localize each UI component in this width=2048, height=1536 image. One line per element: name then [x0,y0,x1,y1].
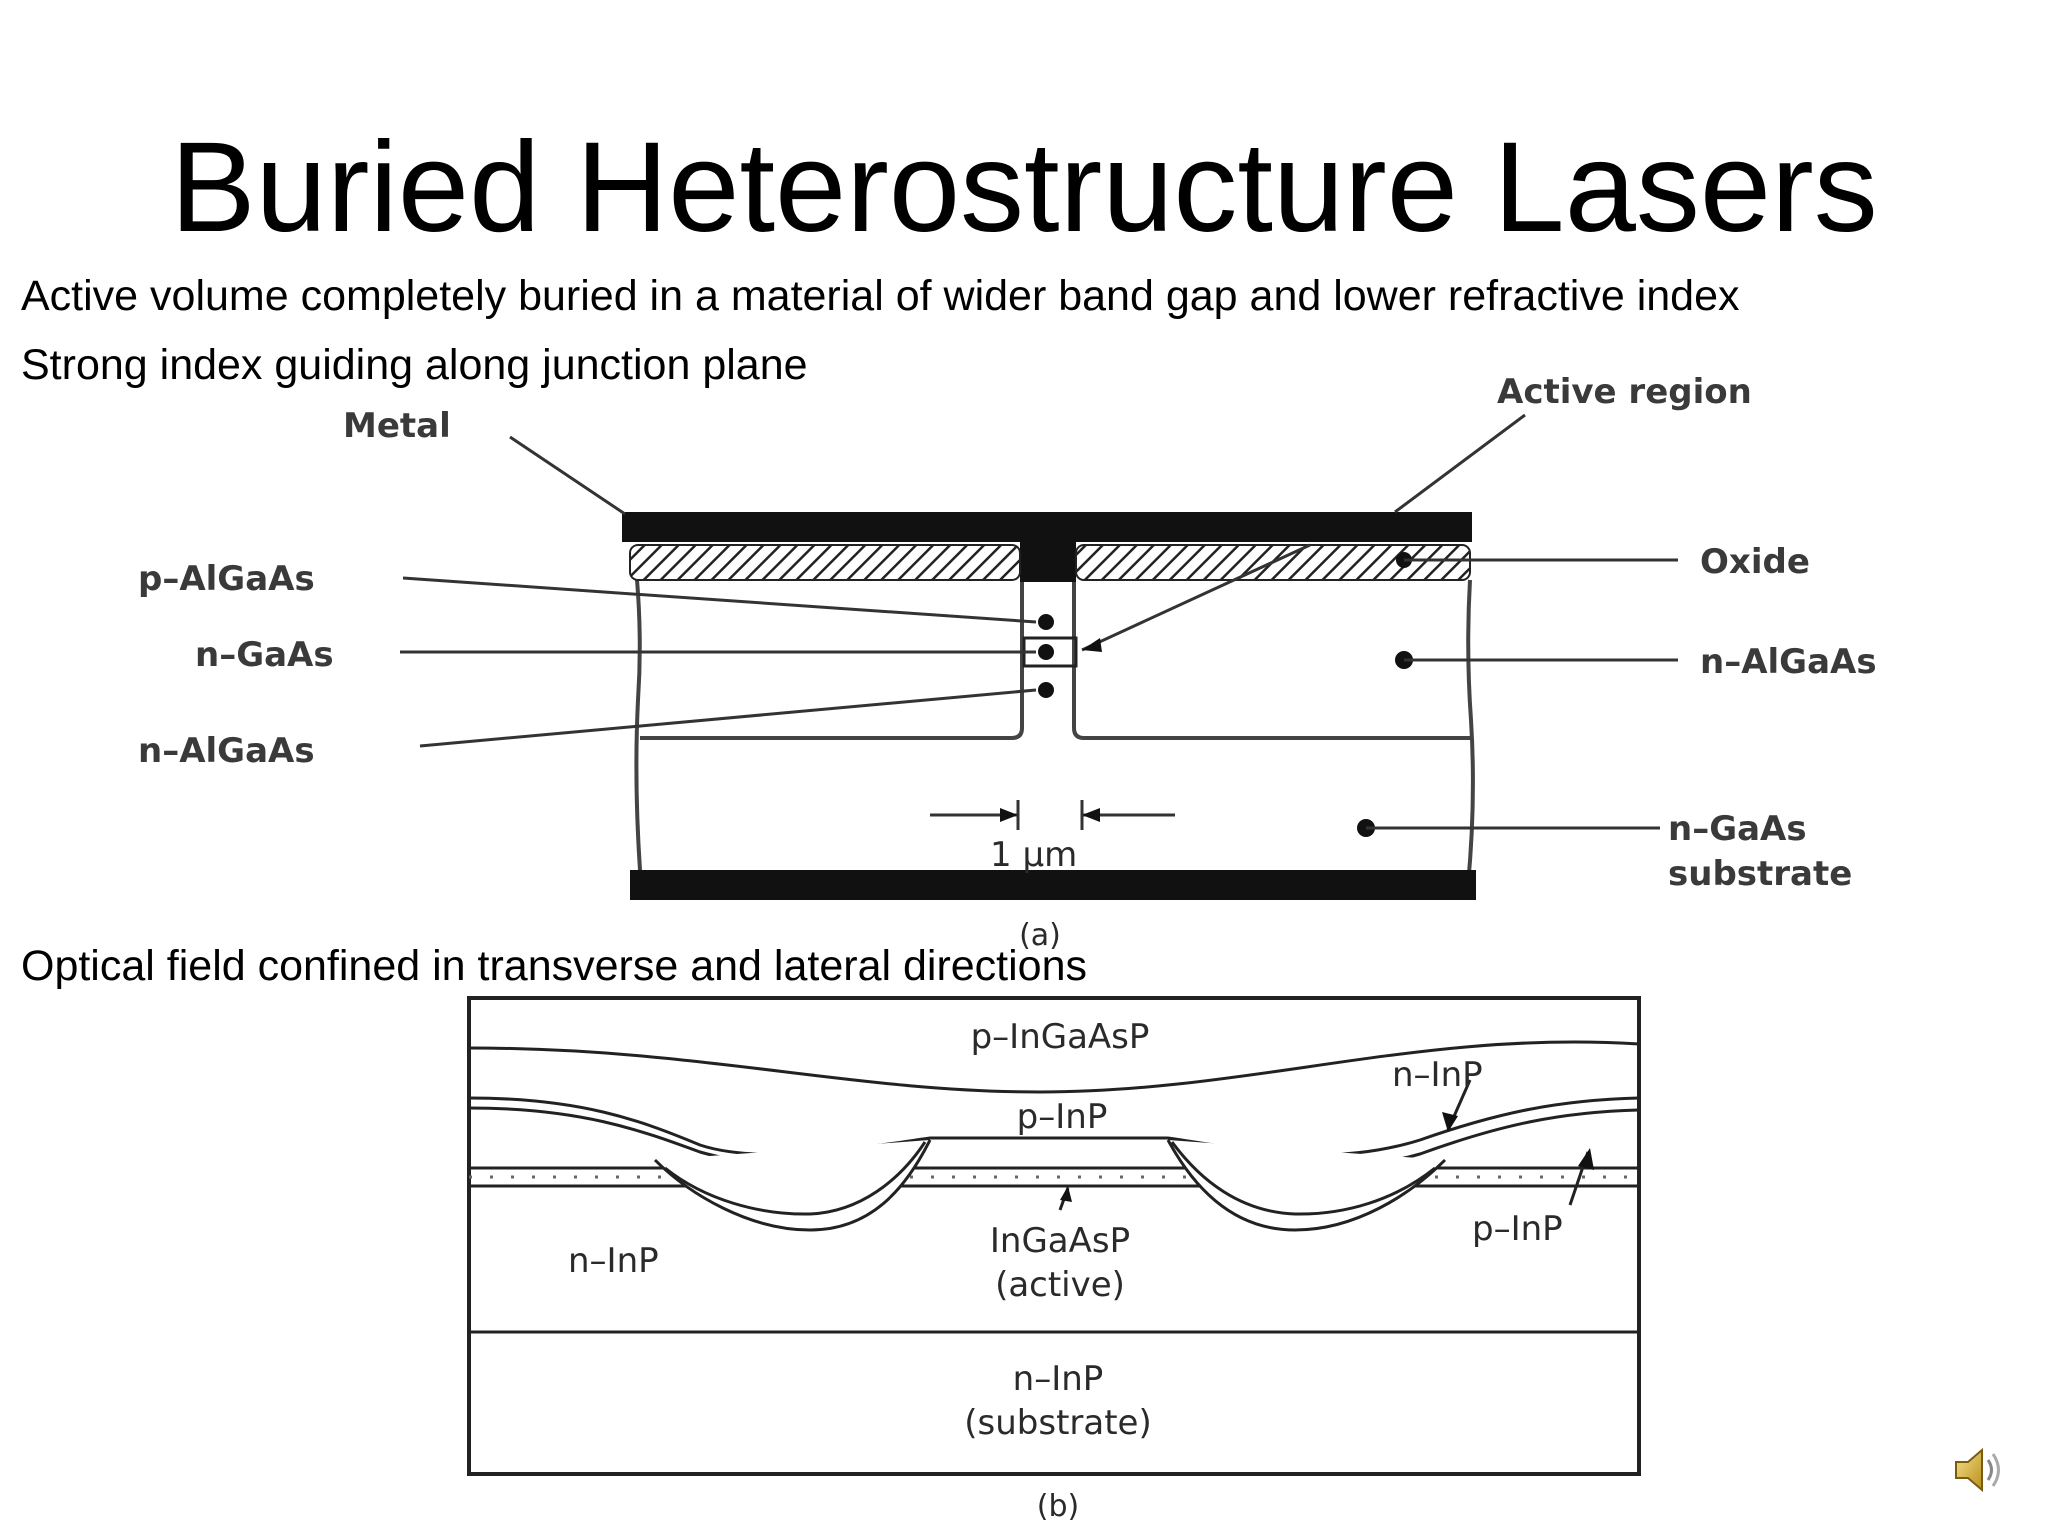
right-block-boundary [1072,582,1470,740]
diagram-b: p–InGaAsP n–InP p–InP p–InP n–InP InGaAs… [467,996,1641,1524]
arrow-active-region [1082,638,1102,652]
bullet-optical-field: Optical field confined in transverse and… [21,942,1088,990]
label-p-inp-right: p–InP [1472,1209,1563,1249]
metal-contact [1020,540,1076,582]
n-inp-boundary [468,1096,1640,1157]
oxide-left [629,544,1021,581]
label-active-line2: (active) [995,1265,1125,1305]
metal-layer [622,512,1472,542]
groove-left-outer [653,1139,932,1232]
label-substrate-line2-b: (substrate) [964,1403,1151,1443]
label-p-ingaasp: p–InGaAsP [971,1017,1150,1057]
leader-n-algaas [419,688,1037,748]
label-active-region: Active region [1497,372,1752,412]
label-active-line1: InGaAsP [990,1221,1130,1261]
label-p-inp-center: p–InP [1017,1097,1108,1137]
left-wall [634,579,642,885]
bottom-metal [630,870,1476,900]
diagram-a: Metal Active region p–AlGaAs n–GaAs n–Al… [138,372,1877,953]
dot-n-algaas [1038,682,1054,698]
label-n-algaas-left: n–AlGaAs [138,731,315,771]
label-oxide: Oxide [1700,542,1810,582]
label-n-inp-left: n–InP [568,1241,659,1281]
groove-right-inner [1170,1141,1436,1216]
leader-p-algaas [402,576,1037,624]
dot-p-algaas [1038,614,1054,630]
groove-left-inner [664,1141,927,1216]
speaker-icon-graphic [1955,1447,2000,1493]
label-dimension: 1 μm [990,835,1077,875]
caption-b: (b) [1037,1489,1079,1524]
slide-title: Buried Heterostructure Lasers [170,116,1878,259]
label-p-algaas: p–AlGaAs [138,559,315,599]
leader-active-top [1394,413,1526,514]
bullet-index-guiding: Strong index guiding along junction plan… [21,341,808,389]
speaker-icon[interactable] [1950,1440,2010,1500]
label-substrate-line1-b: n–InP [1013,1359,1104,1399]
groove-right-outer [1166,1139,1447,1232]
label-metal: Metal [343,406,451,446]
p-ingaasp-boundary [468,1040,1640,1094]
diagram-b-frame [467,996,1641,1476]
label-substrate-line1: n–GaAs [1668,809,1807,849]
label-n-algaas-right: n–AlGaAs [1700,642,1877,682]
bullet-active-volume: Active volume completely buried in a mat… [21,272,1740,320]
dot-n-gaas [1038,644,1054,660]
leader-metal [509,435,626,516]
right-wall [1466,579,1475,886]
label-n-inp-top: n–InP [1392,1055,1483,1095]
left-block-boundary [640,582,1024,740]
label-n-gaas: n–GaAs [195,635,334,675]
label-substrate-line2: substrate [1668,854,1852,894]
caption-a: (a) [1019,918,1061,953]
leader-active-region [1081,543,1311,652]
